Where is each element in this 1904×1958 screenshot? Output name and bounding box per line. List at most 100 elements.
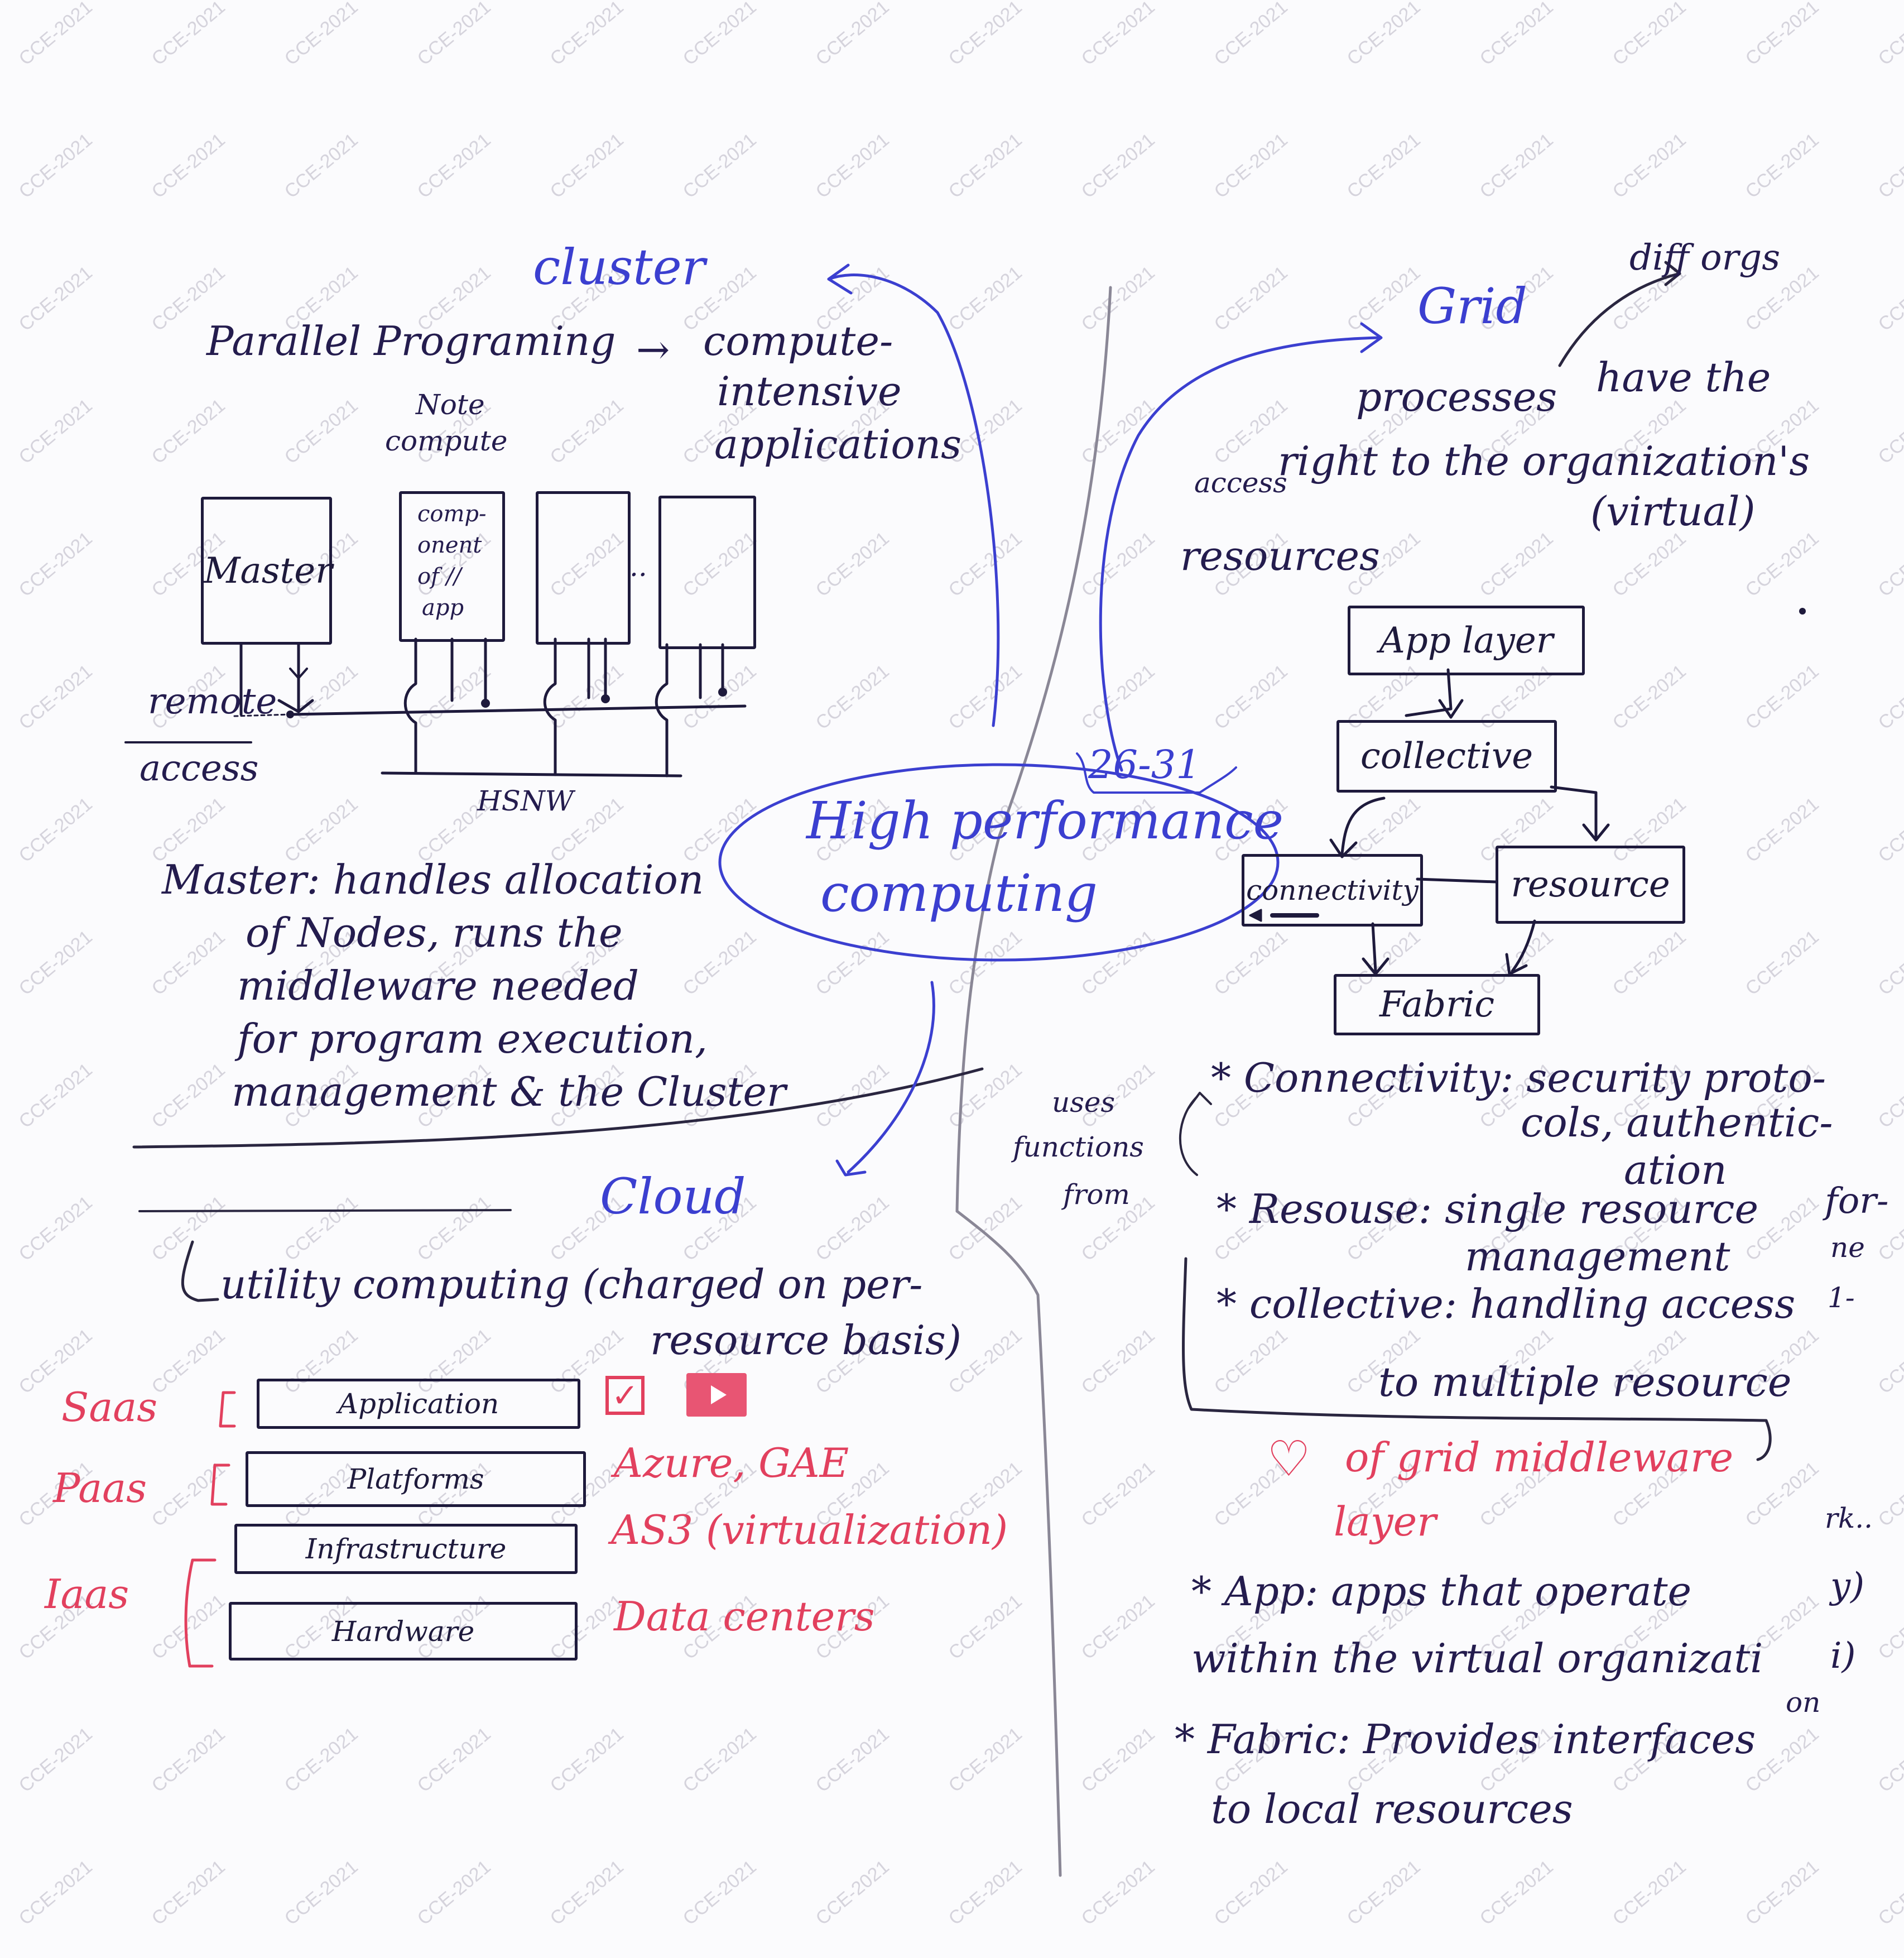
horizontal-divider-left (132, 1067, 984, 1149)
cloud-paas-examples: Azure, GAE (614, 1439, 849, 1486)
cloud-utility-line1: utility computing (charged on per- (220, 1261, 923, 1308)
grid-middleware-line2: layer (1334, 1498, 1436, 1545)
grid-bullets-bracket (1182, 1257, 1772, 1461)
grid-collective-label: collective (1360, 736, 1533, 777)
grid-bullet-app-1: * App: apps that operate (1191, 1568, 1692, 1615)
cluster-compute-line1: compute- (703, 318, 893, 364)
cluster-compute-line2: intensive (717, 368, 902, 415)
cloud-application-box: Application (257, 1379, 580, 1429)
hsnw-label: HSNW (477, 785, 574, 817)
component-line1: comp- (417, 501, 487, 527)
cloud-title: Cloud (600, 1168, 746, 1225)
component-line3: of // (417, 564, 461, 589)
cloud-hardware-box: Hardware (229, 1602, 578, 1661)
collective-to-resource-arrow (1550, 785, 1598, 839)
master-label: Master (204, 550, 333, 592)
iaas-bracket (184, 1558, 217, 1668)
compute-node-box-3 (658, 496, 756, 649)
edge-text-1: for- (1825, 1180, 1889, 1222)
compute-node-box: comp- onent of // app (399, 491, 505, 642)
cluster-desc-line4: for program execution, (237, 1015, 708, 1062)
cluster-parallel-programming: Parallel Programing (206, 318, 616, 364)
vertical-divider-top (955, 286, 1112, 1213)
grid-title: Grid (1417, 277, 1527, 335)
page-ref: 26-31 (1088, 742, 1201, 788)
access-label: access (140, 748, 259, 789)
cluster-desc-line2: of Nodes, runs the (246, 909, 623, 956)
compute-node-box-2 (536, 491, 631, 645)
grid-bullet-connectivity-1: * Connectivity: security proto- (1211, 1054, 1826, 1101)
center-ellipse (718, 763, 1280, 962)
cloud-iaas-examples: AS3 (virtualization) (611, 1506, 1008, 1553)
remote-label: remote (148, 681, 277, 722)
arrow-to-cluster (827, 273, 1000, 727)
node-ellipsis: .. (629, 550, 647, 583)
component-line2: onent (417, 532, 482, 558)
component-line4: app (422, 595, 464, 621)
saas-label: Saas (61, 1384, 158, 1431)
cloud-application-label: Application (338, 1388, 499, 1420)
center-title-line1: High performance (806, 791, 1284, 851)
grid-bullet-app-2: within the virtual organizati (1191, 1635, 1763, 1682)
edge-text-3: 1- (1828, 1282, 1855, 1314)
app-to-collective-arrow (1405, 668, 1453, 717)
grid-bullet-connectivity-3: ation (1624, 1146, 1727, 1193)
heart-icon: ♡ (1267, 1430, 1311, 1487)
iaas-label: Iaas (45, 1571, 129, 1618)
grid-connectivity-label: connectivity (1246, 874, 1419, 906)
edge-text-4: rk.. (1825, 1502, 1873, 1534)
grid-fabric-label: Fabric (1379, 984, 1495, 1025)
grid-line2a: access (1194, 467, 1287, 499)
paas-label: Paas (53, 1465, 147, 1511)
cloud-bracket (181, 1240, 219, 1302)
edge-text-6: i) (1830, 1635, 1856, 1677)
cloud-platforms-box: Platforms (246, 1451, 586, 1507)
cloud-platforms-label: Platforms (347, 1463, 484, 1495)
node-label-line2: compute (385, 425, 508, 457)
resource-to-fabric-arrow (1511, 919, 1536, 973)
grid-line2b: right to the organization's (1278, 438, 1810, 484)
vertical-divider-bottom (955, 1210, 1062, 1877)
grid-bullet-collective-2: to multiple resource (1378, 1359, 1792, 1405)
collective-to-connectivity-arrow (1340, 796, 1386, 856)
grid-app-layer-box: App layer (1348, 606, 1585, 675)
grid-middleware-line1: of grid middleware (1345, 1434, 1734, 1481)
grid-line1b: have the (1596, 354, 1771, 401)
grid-line3: (virtual) (1590, 488, 1756, 535)
center-title-line2: computing (820, 863, 1098, 923)
edge-text-2: ne (1830, 1231, 1865, 1264)
cloud-utility-line2: resource basis) (650, 1317, 961, 1364)
page-ref-bracket (1076, 752, 1237, 794)
connectivity-to-fabric-arrow (1371, 922, 1377, 973)
arrow-to-cloud (847, 981, 935, 1174)
grid-line1a: processes (1356, 373, 1557, 420)
play-icon (686, 1373, 747, 1417)
arrow-to-grid (1099, 336, 1380, 772)
cloud-underline (138, 1209, 512, 1212)
grid-fabric-box: Fabric (1334, 974, 1540, 1035)
cluster-title: cluster (533, 238, 705, 296)
node-label-line1: Note (416, 388, 485, 421)
saas-bracket (219, 1391, 236, 1428)
paas-bracket (210, 1463, 230, 1506)
cloud-infrastructure-label: Infrastructure (305, 1533, 507, 1565)
grid-bullet-fabric-1: * Fabric: Provides interfaces (1175, 1716, 1756, 1763)
cluster-desc-line1: Master: handles allocation (162, 856, 704, 903)
grid-resource-label: resource (1511, 864, 1670, 905)
cluster-compute-line3: applications (714, 421, 962, 468)
grid-connectivity-box: connectivity (1242, 854, 1423, 927)
cluster-desc-line3: middleware needed (237, 962, 639, 1009)
cluster-arrow: → (636, 326, 670, 373)
edge-text-5: y) (1830, 1566, 1865, 1607)
cloud-hardware-label: Hardware (331, 1615, 475, 1648)
cluster-ground-bus (381, 771, 682, 778)
uses-label-line3: from (1063, 1178, 1130, 1211)
uses-label-line1: uses (1052, 1086, 1116, 1119)
grid-bullet-collective-1: * collective: handling access (1217, 1280, 1796, 1327)
grid-bullet-fabric-2: to local resources (1211, 1786, 1573, 1832)
uses-label-line2: functions (1013, 1131, 1144, 1163)
cloud-infrastructure-box: Infrastructure (234, 1524, 578, 1574)
cluster-desc-line5: management & the Cluster (232, 1068, 786, 1115)
